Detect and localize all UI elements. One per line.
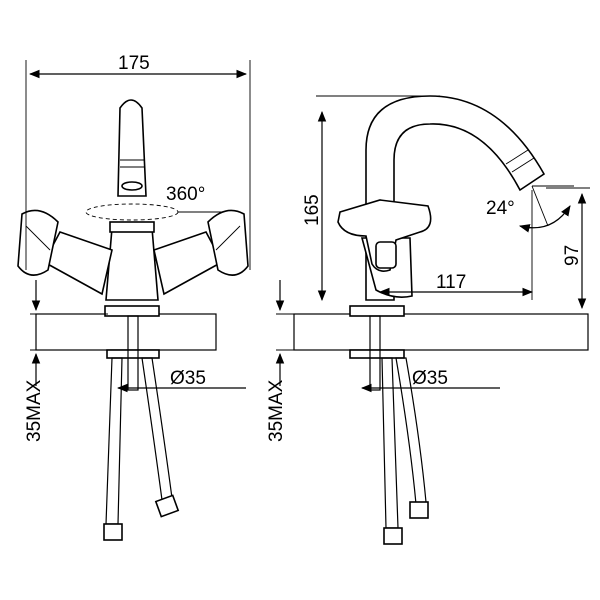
collar-left [109,221,155,233]
body-left [105,227,159,301]
base-flange-left [104,305,160,317]
aerator-left [121,181,143,191]
hose-nut-right-b [409,501,429,519]
dim-spout-height: 97 [562,245,583,266]
countertop-left [35,313,217,351]
handle-right-view [337,199,432,272]
dim-rotation: 360° [166,184,205,205]
hose-left-b [141,357,173,501]
lever-slot [375,241,397,269]
base-flange-right [349,305,405,317]
hose-right-a [381,357,399,529]
mounting-rod-right [369,315,381,391]
dim-diameter-left: Ø35 [170,368,206,389]
spout-right [365,95,546,301]
side-view: 165 24° 117 97 Ø35 35MAX [266,95,590,545]
countertop-right [293,313,589,351]
dim-angle: 24° [486,198,515,219]
dim-diameter-right: Ø35 [412,368,448,389]
front-view: 175 360° Ø35 35MAX [17,53,251,541]
under-nut-left [106,349,160,359]
spout-left [117,99,147,197]
dim-max-right: 35MAX [266,379,287,442]
dim-max-left: 35MAX [24,379,45,442]
dim-height-total: 165 [302,194,323,226]
dim-reach: 117 [436,272,466,293]
rotation-ring [85,203,179,221]
under-nut-right [349,349,405,359]
hose-nut-right-a [383,527,403,545]
hose-nut-left-a [103,523,123,541]
hose-left-a [105,357,123,525]
handle-right-left-view [153,209,249,296]
mounting-rod-left [127,315,139,391]
dim-width-total: 175 [118,53,150,74]
handle-left-left-view [17,209,113,296]
hose-nut-left-b [154,494,180,518]
